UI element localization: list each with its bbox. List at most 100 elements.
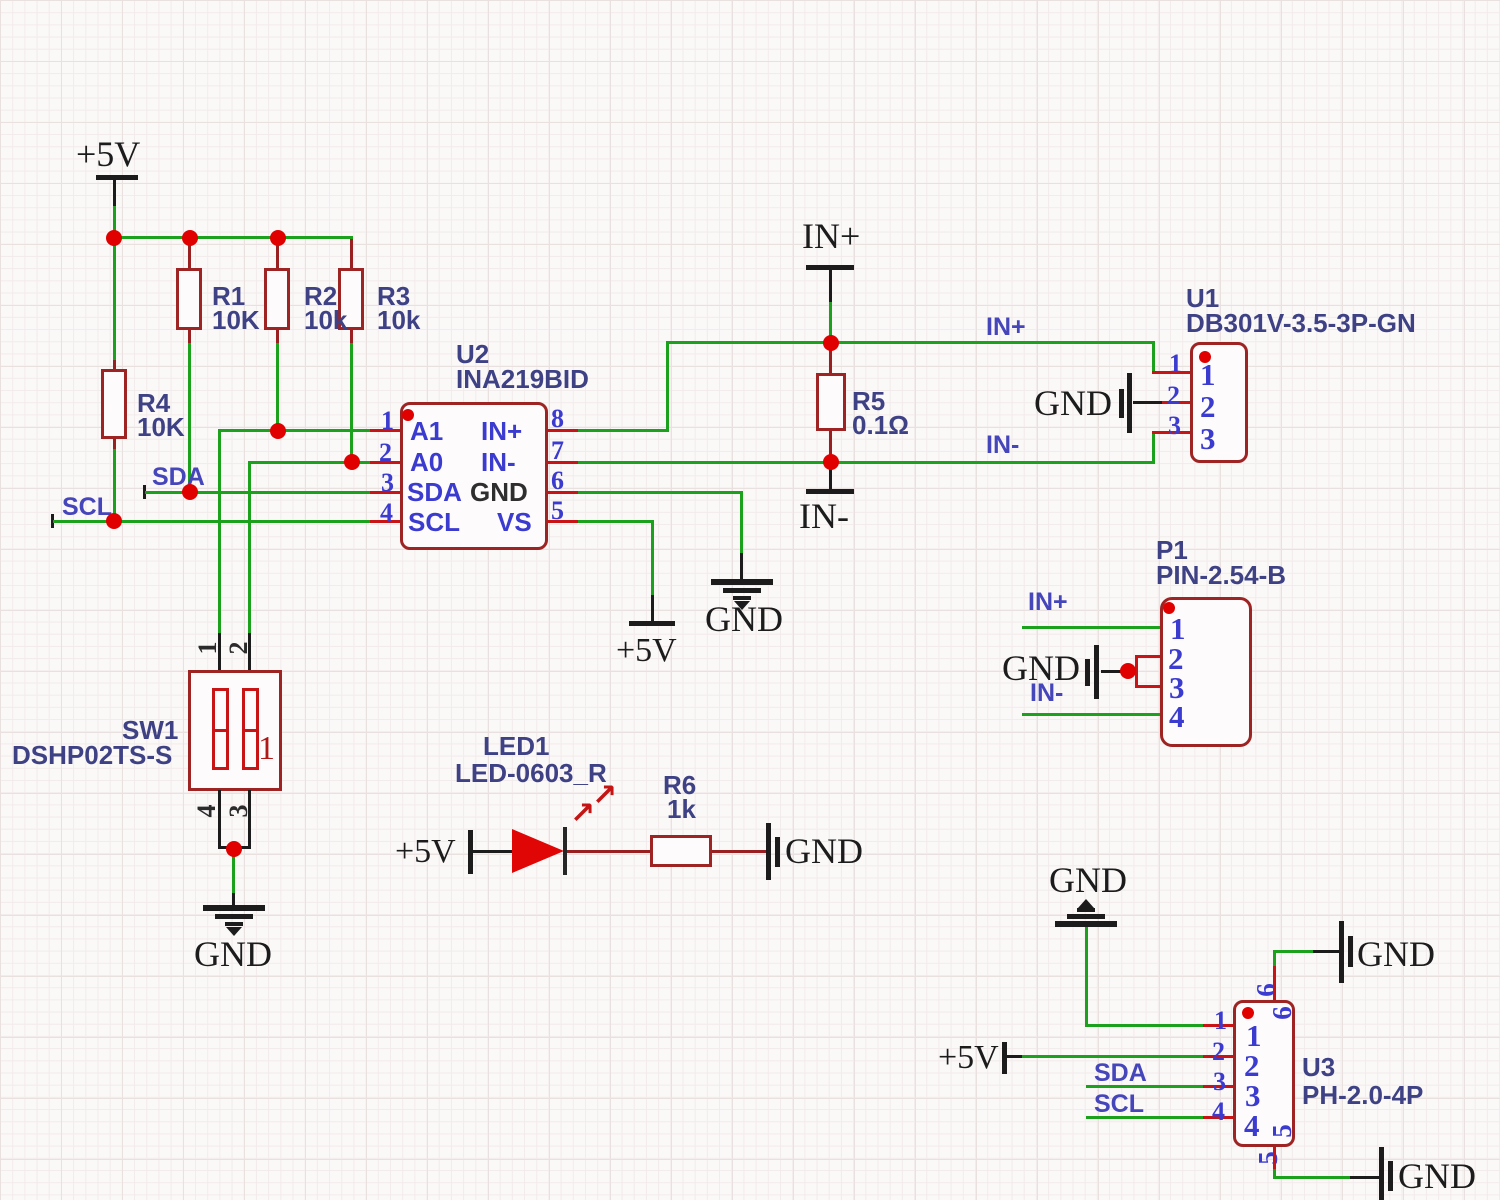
r1-value: 10K <box>212 305 260 335</box>
p1-ref: P1 <box>1156 535 1188 565</box>
power-port-5v-bar[interactable] <box>629 621 675 626</box>
resistor-lead <box>829 344 832 374</box>
net-label-scl: SCL <box>1094 1090 1144 1118</box>
gnd-tap-bar[interactable] <box>1379 1147 1384 1200</box>
u2-pin-name: VS <box>497 507 532 537</box>
gnd-tap-bar[interactable] <box>1127 373 1132 433</box>
u1-pin-number: 2 <box>1167 381 1180 410</box>
wire <box>276 343 279 432</box>
u3-pin-number: 2 <box>1244 1048 1260 1083</box>
pin-stub <box>548 520 578 523</box>
led-symbol[interactable] <box>512 829 564 873</box>
pin1-marker-dot <box>402 409 414 421</box>
net-label-in-minus: IN- <box>986 431 1020 459</box>
gnd-tap-bar[interactable] <box>766 823 771 880</box>
resistor-lead <box>276 329 279 343</box>
u2-pin-number: 5 <box>551 496 564 525</box>
wire <box>740 491 743 553</box>
resistor-r1[interactable] <box>176 268 202 330</box>
power-port-5v-label: +5V <box>395 833 456 870</box>
power-port-5v-label: +5V <box>938 1039 999 1076</box>
pin-stub <box>548 491 578 494</box>
gnd-symbol-bar[interactable] <box>203 905 265 911</box>
p1-value: PIN-2.54-B <box>1156 560 1287 590</box>
pin-stub <box>548 429 578 432</box>
u1-value: DB301V-3.5-3P-GN <box>1186 308 1416 338</box>
switch-slider[interactable] <box>212 688 229 770</box>
wire <box>218 429 370 432</box>
power-port-5v-label: +5V <box>616 632 677 669</box>
wire <box>1313 950 1339 953</box>
r4-ref: R4 <box>137 388 171 418</box>
u3-pin-number: 4 <box>1244 1108 1260 1143</box>
gnd-label: GND <box>785 831 863 871</box>
r2-ref: R2 <box>304 281 338 311</box>
gnd-tap-bar[interactable] <box>1339 921 1344 983</box>
resistor-r4[interactable] <box>101 369 127 439</box>
u1-pin-number: 3 <box>1200 421 1216 456</box>
r4-value: 10K <box>137 412 185 442</box>
gnd-symbol-bar[interactable] <box>1055 921 1117 927</box>
u3-ref: U3 <box>1302 1052 1336 1082</box>
p1-pin-number: 4 <box>1169 699 1185 734</box>
resistor-lead <box>113 360 116 370</box>
net-label-in-plus: IN+ <box>1028 588 1068 616</box>
wire <box>113 236 353 239</box>
power-port-5v-bar[interactable] <box>96 175 138 180</box>
connector-p1[interactable] <box>1160 597 1252 747</box>
r5-value: 0.1Ω <box>852 410 909 440</box>
resistor-lead <box>350 329 353 343</box>
junction-dot <box>270 423 286 439</box>
gnd-label: GND <box>1049 860 1127 900</box>
wire <box>1133 401 1162 404</box>
net-label-sda: SDA <box>1094 1059 1147 1087</box>
gnd-label: GND <box>705 599 783 639</box>
resistor-lead <box>188 239 191 269</box>
r1-ref: R1 <box>212 281 246 311</box>
switch-sw1[interactable] <box>188 670 282 791</box>
wire-in-plus <box>666 341 1154 344</box>
u1-pin-number: 2 <box>1200 389 1216 424</box>
power-port-5v-bar[interactable] <box>468 830 473 874</box>
resistor-r2[interactable] <box>264 268 290 330</box>
ic-u2-ina219[interactable] <box>400 402 548 550</box>
wire <box>740 553 743 581</box>
wire <box>666 341 669 432</box>
gnd-tap-bar <box>1085 659 1090 686</box>
net-label-in-plus: IN+ <box>986 313 1026 341</box>
gnd-symbol-bar[interactable] <box>711 579 773 585</box>
gnd-tap-bar <box>1348 936 1353 967</box>
pin-stub <box>1152 371 1190 374</box>
port-in-plus-bar[interactable] <box>806 265 854 270</box>
port-in-minus-bar[interactable] <box>806 489 854 494</box>
wire <box>53 520 370 523</box>
u2-pin-number: 1 <box>381 406 394 435</box>
connector-u1[interactable] <box>1190 342 1248 463</box>
u2-pin-name: GND <box>470 477 528 507</box>
r3-value: 10k <box>377 305 421 335</box>
power-port-5v-bar[interactable] <box>1002 1042 1007 1074</box>
wire <box>218 429 221 633</box>
wire <box>1152 341 1155 374</box>
net-label-sda: SDA <box>152 463 205 491</box>
wire <box>829 302 832 343</box>
led-emission-arrow-icon: ↗ <box>592 778 618 813</box>
power-port-5v-label: +5V <box>76 134 141 174</box>
resistor-r3[interactable] <box>338 268 364 330</box>
r6-ref: R6 <box>663 770 697 800</box>
sw1-value: DSHP02TS-S <box>12 740 173 770</box>
led-cathode-bar <box>563 827 567 875</box>
r3-ref: R3 <box>377 281 411 311</box>
resistor-r6[interactable] <box>650 835 712 867</box>
u3-pin-number: 5 <box>1253 1151 1283 1165</box>
gnd-tap-bar[interactable] <box>1094 645 1099 699</box>
pin1-marker-dot <box>1163 602 1175 614</box>
wire <box>578 491 743 494</box>
connector-u3[interactable] <box>1233 1000 1295 1147</box>
switch-slider[interactable] <box>242 688 259 770</box>
wire-in-minus <box>578 461 1154 464</box>
u3-value: PH-2.0-4P <box>1302 1080 1424 1110</box>
resistor-r5-shunt[interactable] <box>816 373 846 431</box>
u3-pin-number: 1 <box>1246 1018 1262 1053</box>
u3-pin-number: 2 <box>1212 1037 1225 1066</box>
